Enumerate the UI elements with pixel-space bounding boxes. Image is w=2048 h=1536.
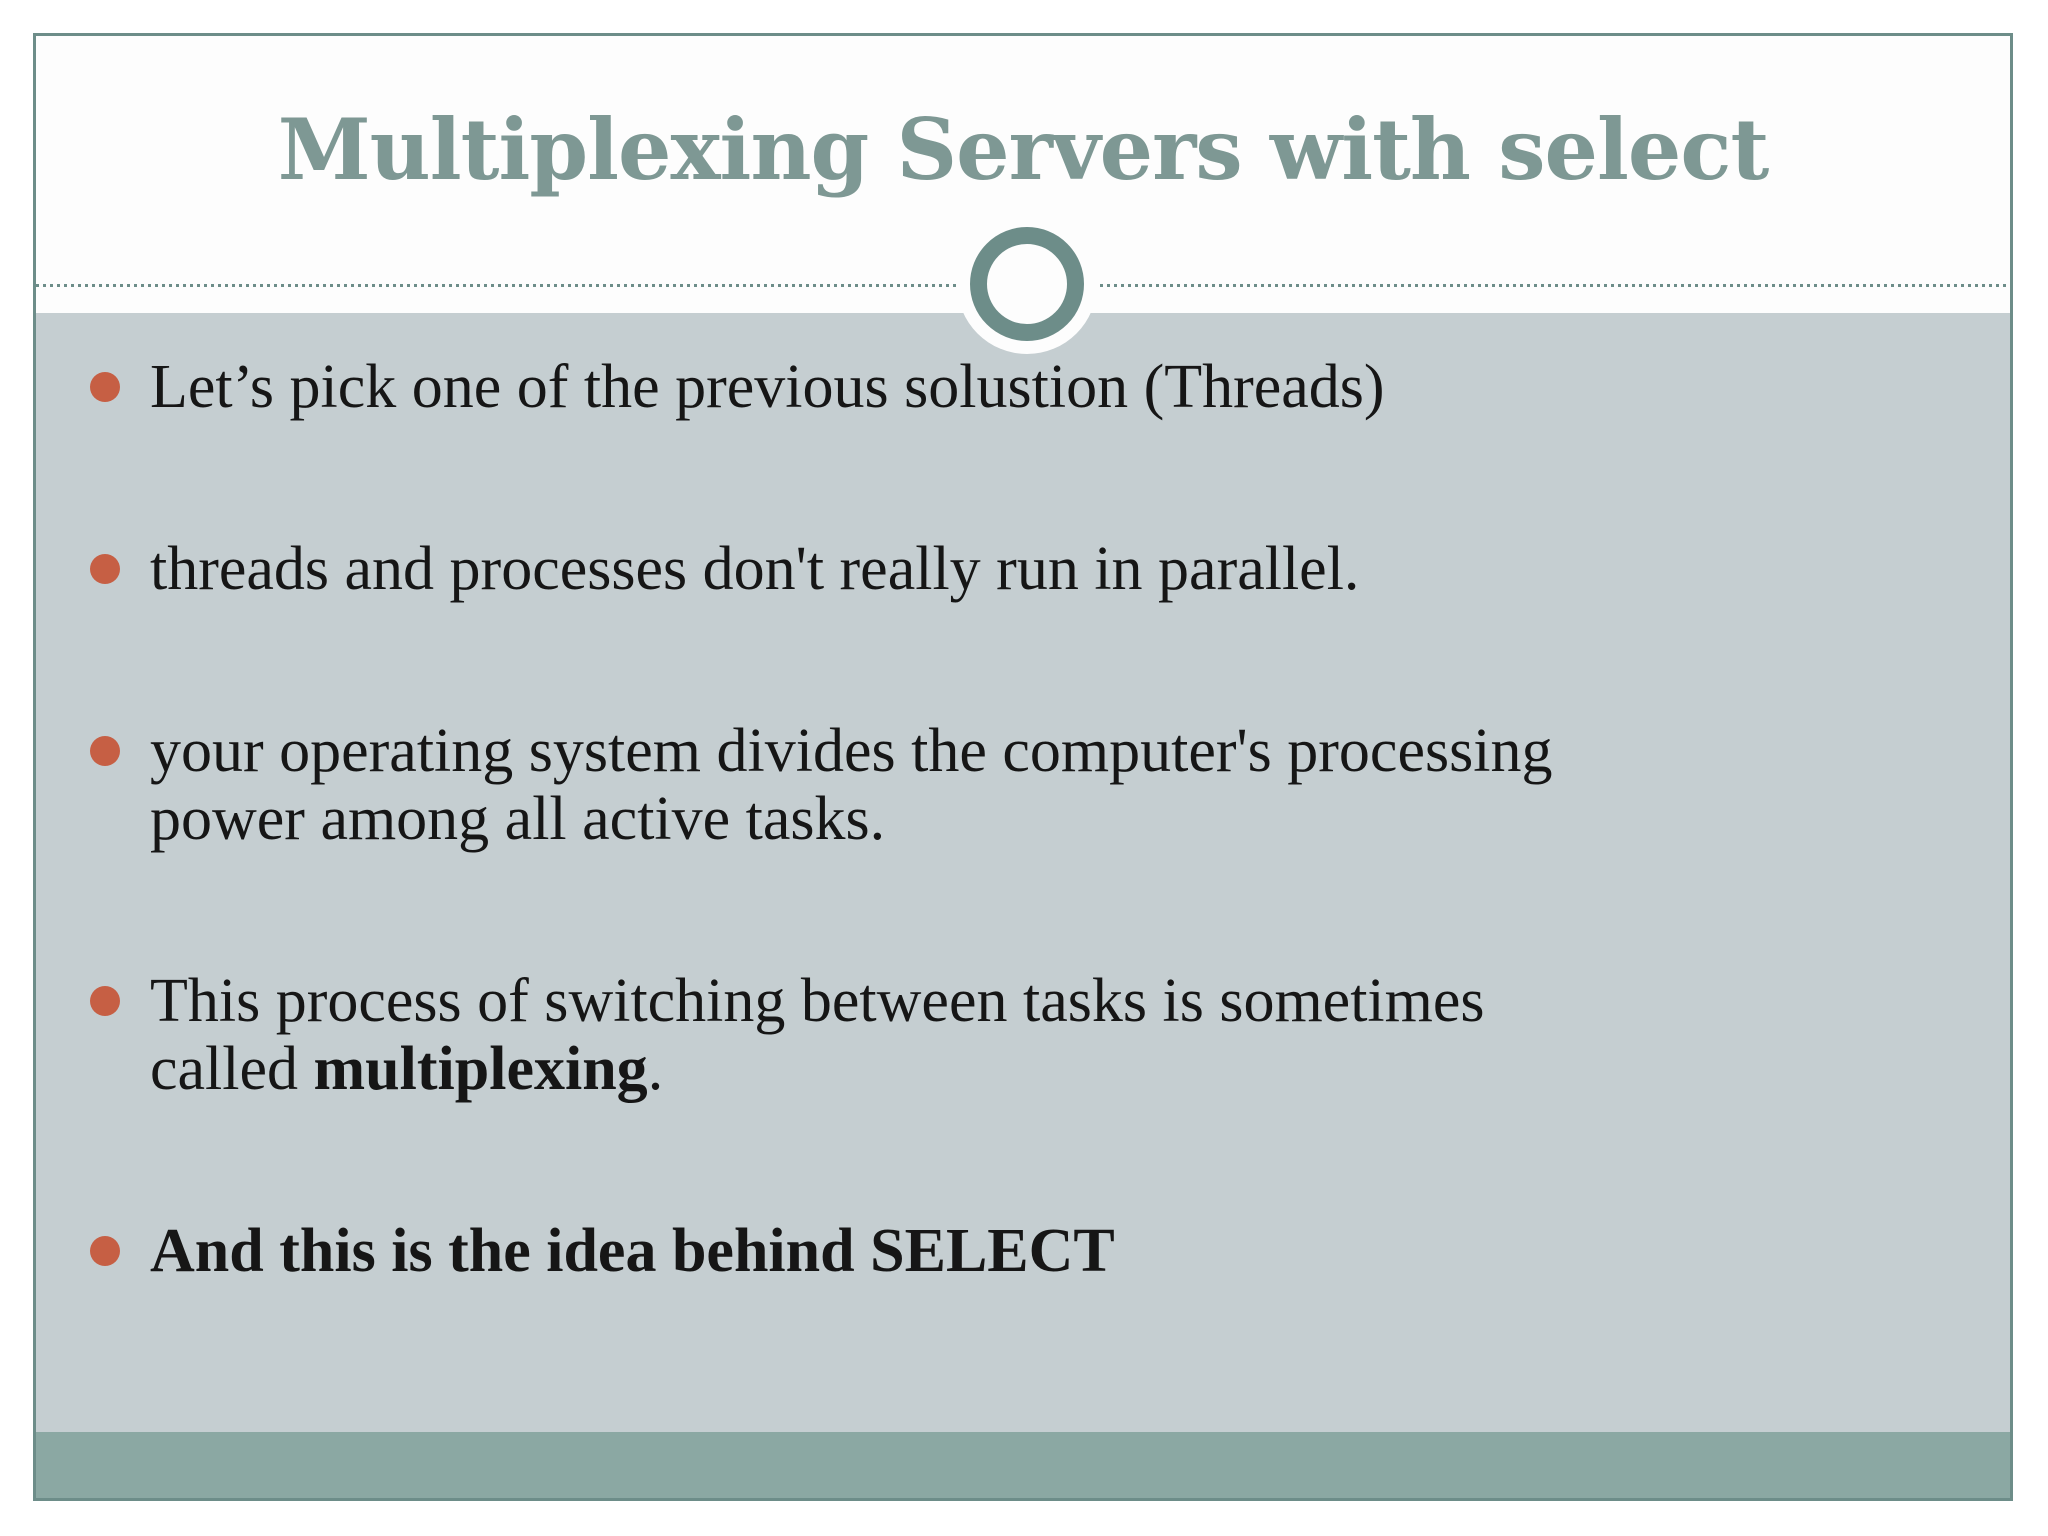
bullet-icon [90, 736, 120, 766]
bullet-text-segment: Let’s pick one of the previous solustion… [150, 353, 1385, 421]
bullet-icon [90, 1236, 120, 1266]
bullet-text-segment: your operating system divides the comput… [150, 717, 1553, 853]
list-item: Let’s pick one of the previous solustion… [36, 353, 2010, 421]
bullet-text-segment: multiplexing [313, 1035, 648, 1103]
bullet-icon [90, 554, 120, 584]
bullet-icon [90, 372, 120, 402]
list-item: And this is the idea behind SELECT [36, 1217, 2010, 1285]
list-item: This process of switching between tasks … [36, 967, 2010, 1103]
slide: Multiplexing Servers with select Let’s p… [33, 33, 2013, 1501]
bullet-list: Let’s pick one of the previous solustion… [36, 313, 2010, 1285]
slide-title: Multiplexing Servers with select [277, 100, 1770, 199]
bullet-text-segment: And this is the idea behind SELECT [150, 1217, 1115, 1285]
bullet-text-segment: This process of switching between tasks … [150, 967, 1485, 1103]
slide-inner: Multiplexing Servers with select Let’s p… [36, 36, 2010, 1498]
list-item: your operating system divides the comput… [36, 717, 2010, 853]
bullet-text-segment: . [647, 1035, 664, 1103]
ring-icon [970, 227, 1084, 341]
slide-body: Let’s pick one of the previous solustion… [36, 313, 2010, 1432]
bullet-icon [90, 986, 120, 1016]
footer-bar [36, 1432, 2010, 1498]
list-item: threads and processes don't really run i… [36, 535, 2010, 603]
circle-ornament [957, 214, 1097, 354]
bullet-text-segment: threads and processes don't really run i… [150, 535, 1360, 603]
